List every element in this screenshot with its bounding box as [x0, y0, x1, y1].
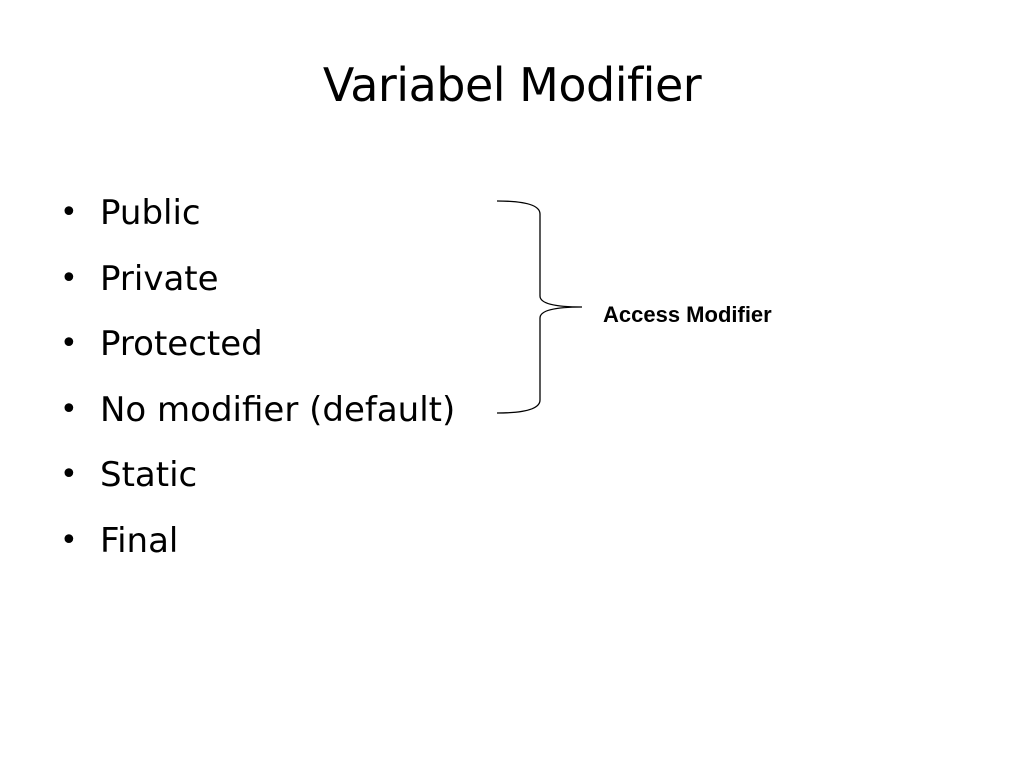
- bullet-dot-icon: •: [60, 326, 78, 361]
- bullet-item-protected: • Protected: [56, 321, 455, 387]
- bullet-text: No modifier (default): [100, 389, 456, 430]
- bullet-dot-icon: •: [60, 195, 78, 230]
- bullet-item-default: • No modifier (default): [56, 387, 455, 453]
- bullet-text: Private: [100, 258, 219, 299]
- access-modifier-label: Access Modifier: [603, 302, 772, 327]
- bullet-list: • Public • Private • Protected • No modi…: [56, 190, 455, 583]
- bullet-dot-icon: •: [60, 457, 78, 492]
- bullet-text: Final: [100, 520, 179, 561]
- bullet-text: Protected: [100, 324, 263, 364]
- bullet-dot-icon: •: [60, 522, 78, 558]
- bullet-item-public: • Public: [56, 190, 455, 256]
- bullet-item-final: • Final: [56, 518, 455, 584]
- slide-title: Variabel Modifier: [322, 58, 702, 112]
- bullet-dot-icon: •: [60, 260, 78, 296]
- bullet-item-static: • Static: [56, 452, 455, 518]
- bullet-item-private: • Private: [56, 256, 455, 322]
- bullet-dot-icon: •: [60, 391, 78, 427]
- bullet-text: Static: [100, 455, 198, 495]
- bullet-text: Public: [100, 193, 201, 233]
